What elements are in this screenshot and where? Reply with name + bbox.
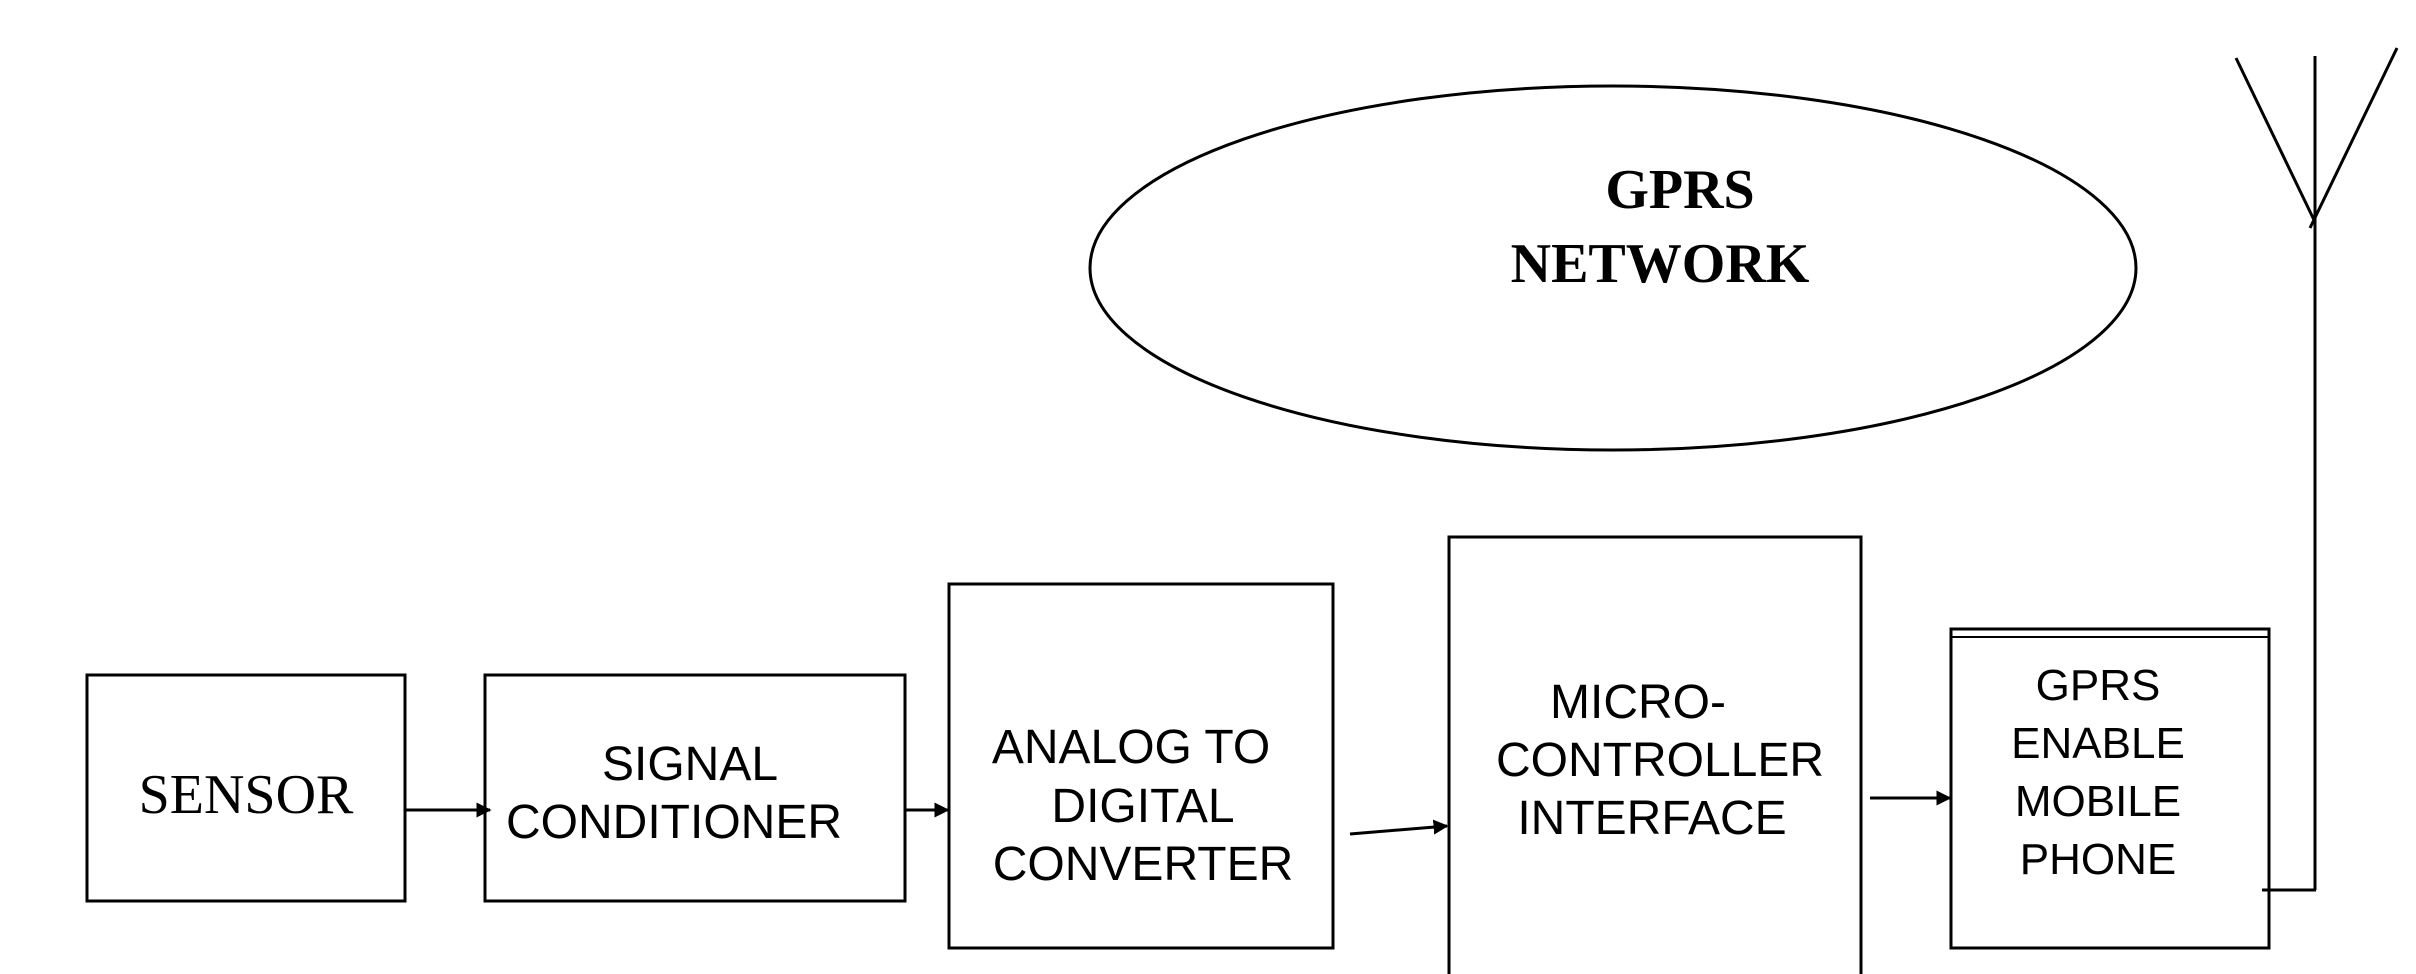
microcontroller-label-line1: MICRO- xyxy=(1550,676,1726,729)
adc-label-line1: ANALOG TO xyxy=(992,721,1270,774)
signal-conditioner-block: SIGNAL CONDITIONER xyxy=(483,673,907,903)
microcontroller-label-line2: CONTROLLER xyxy=(1496,734,1824,787)
signal-conditioner-label-line1: SIGNAL xyxy=(602,738,778,791)
microcontroller-label-line3: INTERFACE xyxy=(1517,792,1786,845)
gprs-network-label-line2: NETWORK xyxy=(1511,233,1810,295)
antenna-right-arm xyxy=(2308,47,2399,229)
microcontroller-box xyxy=(1447,535,1863,974)
antenna-left-arm xyxy=(2234,57,2317,223)
mobile-phone-label-line1: GPRS xyxy=(2036,661,2161,710)
gprs-network-ellipse xyxy=(1088,84,2138,452)
arrow-adc-to-microcontroller xyxy=(1349,819,1449,836)
microcontroller-block: MICRO- CONTROLLER INTERFACE xyxy=(1447,535,1863,974)
mobile-phone-block: GPRS ENABLE MOBILE PHONE xyxy=(1949,627,2271,950)
sensor-box xyxy=(85,673,407,903)
adc-box xyxy=(947,582,1335,950)
sensor-block: SENSOR xyxy=(85,673,407,903)
gprs-network-label-line1: GPRS xyxy=(1605,159,1754,221)
mobile-phone-box xyxy=(1949,627,2271,950)
mobile-phone-label-line4: PHONE xyxy=(2020,835,2176,884)
mobile-phone-label-line3: MOBILE xyxy=(2015,777,2181,826)
connectors xyxy=(405,790,1952,836)
antenna xyxy=(2234,47,2399,892)
adc-label-line3: CONVERTER xyxy=(993,838,1294,891)
mobile-phone-label-line2: ENABLE xyxy=(2011,719,2185,768)
sensor-label: SENSOR xyxy=(139,764,354,826)
adc-block: ANALOG TO DIGITAL CONVERTER xyxy=(947,582,1335,950)
signal-conditioner-label-line2: CONDITIONER xyxy=(506,796,842,849)
adc-label-line2: DIGITAL xyxy=(1051,780,1234,833)
signal-conditioner-box xyxy=(483,673,907,903)
gprs-network: GPRS NETWORK xyxy=(1088,84,2138,452)
